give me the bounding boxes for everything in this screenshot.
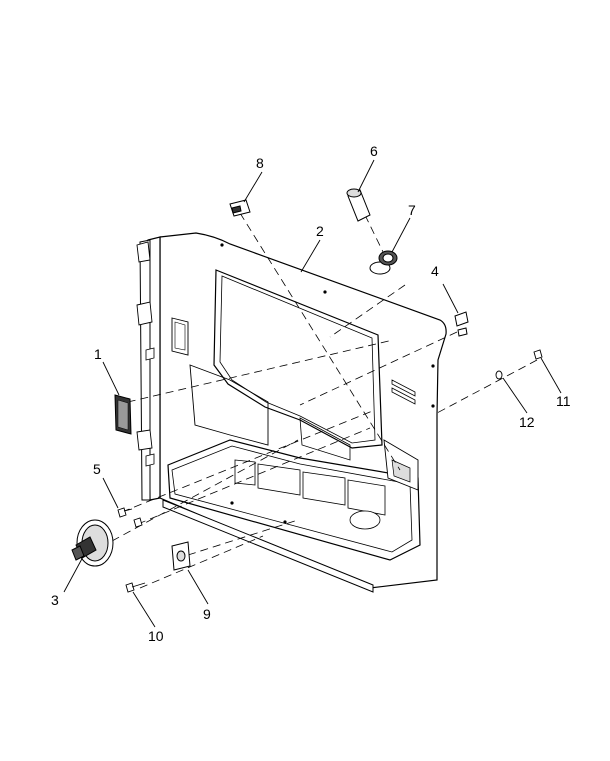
callout-8: 8 xyxy=(256,155,264,171)
callout-4: 4 xyxy=(431,263,439,279)
callout-3: 3 xyxy=(51,592,59,608)
lock-plunger xyxy=(346,188,371,222)
door-trim-panel xyxy=(136,232,447,593)
screw-11 xyxy=(533,349,543,360)
clip-nut xyxy=(454,311,469,337)
speaker-grille xyxy=(114,394,132,435)
screw-5 xyxy=(117,507,133,518)
callout-labels: 1 2 3 4 5 6 7 8 9 10 11 12 xyxy=(51,143,571,644)
callout-11: 11 xyxy=(556,393,571,409)
screw-secondary xyxy=(133,517,143,528)
switch-clip xyxy=(229,199,251,217)
callout-6: 6 xyxy=(370,143,378,159)
washer-12 xyxy=(495,370,503,380)
callout-1: 1 xyxy=(94,346,102,362)
callout-5: 5 xyxy=(93,461,101,477)
lock-knob xyxy=(71,519,114,567)
callout-9: 9 xyxy=(203,606,211,622)
bracket-plate xyxy=(171,541,191,571)
callout-7: 7 xyxy=(408,202,416,218)
callout-10: 10 xyxy=(148,628,164,644)
callout-leaders xyxy=(63,159,562,628)
callout-2: 2 xyxy=(316,223,324,239)
callout-12: 12 xyxy=(519,414,535,430)
screw-10 xyxy=(125,582,146,593)
plunger-bezel xyxy=(369,250,398,275)
assembly-lines xyxy=(111,212,538,589)
